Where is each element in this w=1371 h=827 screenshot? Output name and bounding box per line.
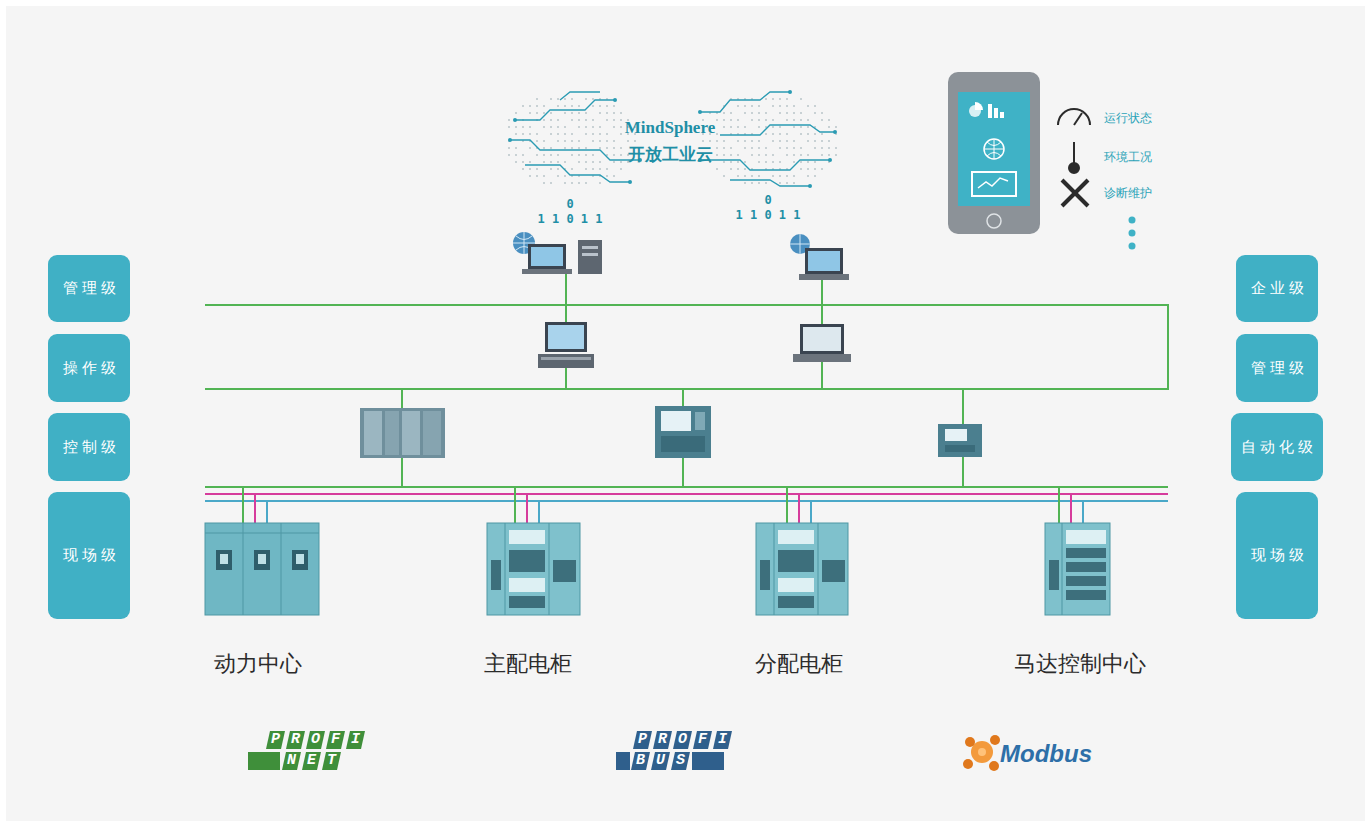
main-distribution-cabinet xyxy=(487,523,580,615)
logo-text: BUS xyxy=(636,752,696,770)
profibus-line xyxy=(205,493,1168,495)
level-box: 企业级 xyxy=(1236,255,1318,322)
cabinet-label: 动力中心 xyxy=(193,645,323,683)
operator-laptop xyxy=(793,324,851,362)
motor-control-cabinet xyxy=(1045,523,1110,615)
cloud-label: MindSphere 开放工业云 xyxy=(560,110,780,172)
phone-item: 诊断维护 xyxy=(1104,185,1152,202)
cabinet-label: 分配电柜 xyxy=(734,645,864,683)
binary-digits: 1 1 0 1 1 xyxy=(537,212,602,226)
binary-digits: 1 1 0 1 1 xyxy=(735,208,800,222)
node-text: 管理级 xyxy=(1247,359,1308,378)
trace-nodes xyxy=(508,90,837,188)
field-drops xyxy=(243,487,1083,523)
phone-item: 环境工况 xyxy=(1104,149,1152,166)
cloud-pattern xyxy=(508,98,837,184)
level-box: 控制级 xyxy=(48,413,130,481)
ethernet-bus xyxy=(205,274,1169,487)
node-text: 自动化级 xyxy=(1237,438,1317,457)
binary-digits: 0 xyxy=(566,197,573,211)
sub-distribution-cabinet xyxy=(756,523,848,615)
logo-text: NET xyxy=(287,752,347,770)
level-box: 管理级 xyxy=(1236,334,1318,402)
node-text: MindSphere 开放工业云 xyxy=(615,114,725,168)
binary-digits: 0 xyxy=(764,193,771,207)
plc-rack xyxy=(360,408,445,458)
modbus-line xyxy=(205,500,1168,502)
smartphone xyxy=(948,72,1040,234)
power-center-cabinet xyxy=(205,523,319,615)
server-pc xyxy=(513,232,602,274)
phone-icons xyxy=(1058,109,1090,206)
node-text: 动力中心 xyxy=(214,649,302,679)
node-text: 控制级 xyxy=(59,438,120,457)
small-controller xyxy=(938,424,982,457)
level-box: 操作级 xyxy=(48,334,130,402)
node-text: 马达控制中心 xyxy=(1014,649,1146,679)
cabinet-label: 马达控制中心 xyxy=(1005,645,1155,683)
node-text: 操作级 xyxy=(59,359,120,378)
node-text: 现场级 xyxy=(59,546,120,565)
modbus-icon xyxy=(963,735,1000,771)
level-box: 现场级 xyxy=(48,492,130,619)
server-laptop xyxy=(790,234,849,280)
logo-text: Modbus xyxy=(1000,740,1092,768)
phone-item: 运行状态 xyxy=(1104,110,1152,127)
cloud-traces xyxy=(510,92,835,186)
level-box: 现场级 xyxy=(1236,492,1318,619)
level-box: 自动化级 xyxy=(1231,413,1323,481)
node-text: 现场级 xyxy=(1247,546,1308,565)
level-box: 管理级 xyxy=(48,255,130,322)
logo-text: PROFI xyxy=(271,731,371,749)
cabinet-label: 主配电柜 xyxy=(463,645,593,683)
logo-text: PROFI xyxy=(638,731,738,749)
node-text: 主配电柜 xyxy=(484,649,572,679)
hmi-panel xyxy=(655,406,711,458)
node-text: 企业级 xyxy=(1247,279,1308,298)
node-text: 管理级 xyxy=(59,279,120,298)
node-text: 分配电柜 xyxy=(755,649,843,679)
operator-pc xyxy=(538,322,594,368)
more-dots xyxy=(1129,217,1136,250)
